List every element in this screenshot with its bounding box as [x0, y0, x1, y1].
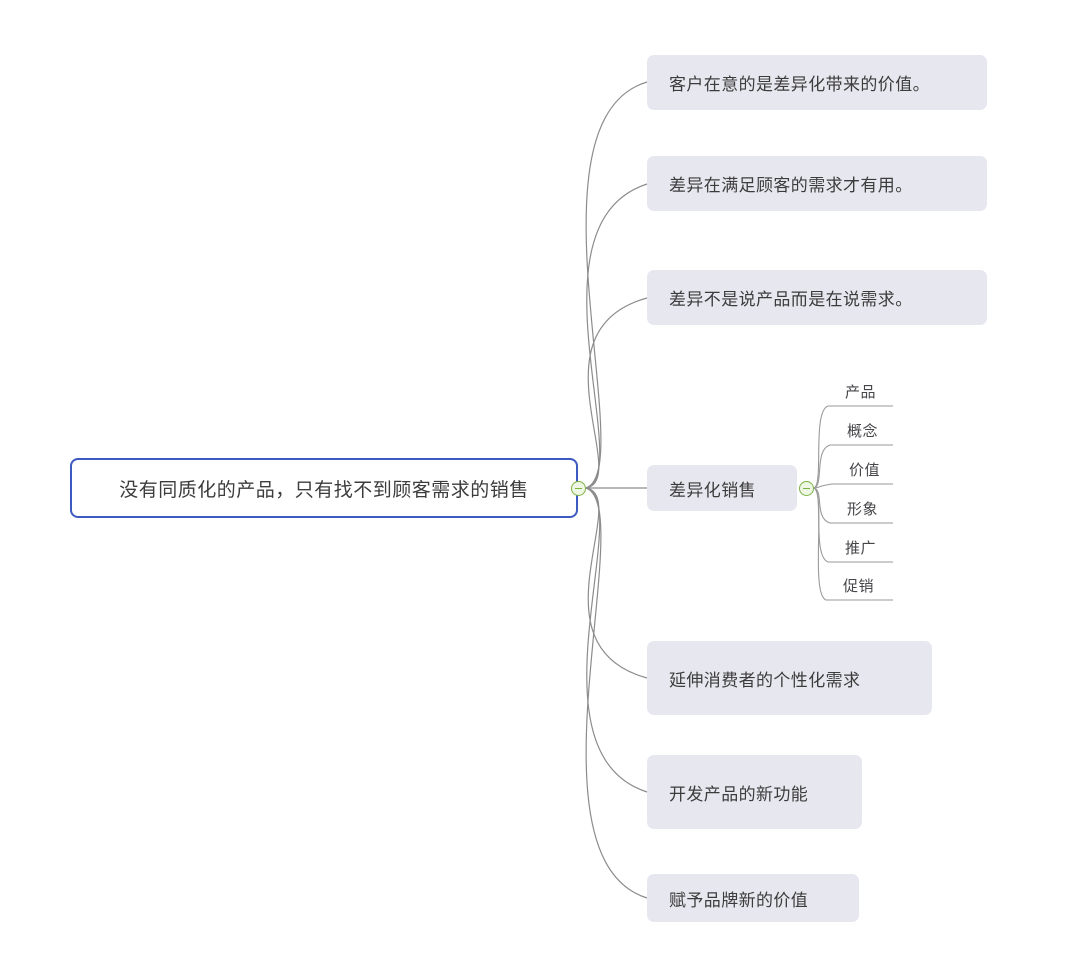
sub-node-1-label: 产品 — [844, 382, 876, 401]
sub-node-5-label: 推广 — [844, 538, 876, 557]
sub-node-1[interactable]: 产品 — [828, 378, 893, 404]
branch-node-differentiated-sales[interactable]: 差异化销售 — [647, 465, 797, 511]
branch-node-7[interactable]: 赋予品牌新的价值 — [647, 874, 859, 922]
connector-root-to-branch-6 — [585, 487, 648, 793]
sub-node-4-label: 形象 — [846, 499, 878, 518]
connector-root-to-branch-3 — [585, 297, 648, 489]
sub-node-2[interactable]: 概念 — [830, 417, 895, 443]
sub-node-6[interactable]: 促销 — [826, 572, 891, 598]
connector-root-to-branch-2 — [585, 183, 648, 489]
branch-collapse-toggle[interactable] — [799, 481, 814, 496]
sub-node-5[interactable]: 推广 — [828, 534, 893, 560]
sub-node-6-label: 促销 — [842, 576, 874, 595]
root-node[interactable]: 没有同质化的产品，只有找不到顾客需求的销售 — [70, 458, 578, 518]
connector-branch-to-sub-3 — [813, 483, 893, 489]
minus-icon — [574, 487, 582, 489]
minus-icon — [802, 487, 810, 489]
branch-node-5-label: 延伸消费者的个性化需求 — [669, 670, 861, 691]
branch-node-1[interactable]: 客户在意的是差异化带来的价值。 — [647, 55, 987, 110]
connector-root-to-branch-7 — [585, 487, 648, 899]
sub-node-3[interactable]: 价值 — [832, 456, 897, 482]
root-node-label: 没有同质化的产品，只有找不到顾客需求的销售 — [119, 478, 529, 501]
branch-node-3-label: 差异不是说产品而是在说需求。 — [669, 290, 913, 310]
connector-root-to-branch-1 — [585, 81, 648, 489]
branch-node-2-label: 差异在满足顾客的需求才有用。 — [669, 176, 913, 196]
branch-node-1-label: 客户在意的是差异化带来的价值。 — [669, 75, 930, 95]
branch-node-2[interactable]: 差异在满足顾客的需求才有用。 — [647, 156, 987, 211]
branch-node-6-label: 开发产品的新功能 — [669, 784, 809, 805]
branch-node-6[interactable]: 开发产品的新功能 — [647, 755, 862, 829]
branch-node-5[interactable]: 延伸消费者的个性化需求 — [647, 641, 932, 715]
sub-node-4[interactable]: 形象 — [830, 495, 895, 521]
sub-node-3-label: 价值 — [848, 460, 880, 479]
sub-node-2-label: 概念 — [846, 421, 878, 440]
branch-node-3[interactable]: 差异不是说产品而是在说需求。 — [647, 270, 987, 325]
branch-node-7-label: 赋予品牌新的价值 — [669, 890, 809, 911]
root-collapse-toggle[interactable] — [571, 481, 586, 496]
branch-node-4-label: 差异化销售 — [669, 480, 756, 501]
connector-root-to-branch-5 — [585, 487, 648, 679]
